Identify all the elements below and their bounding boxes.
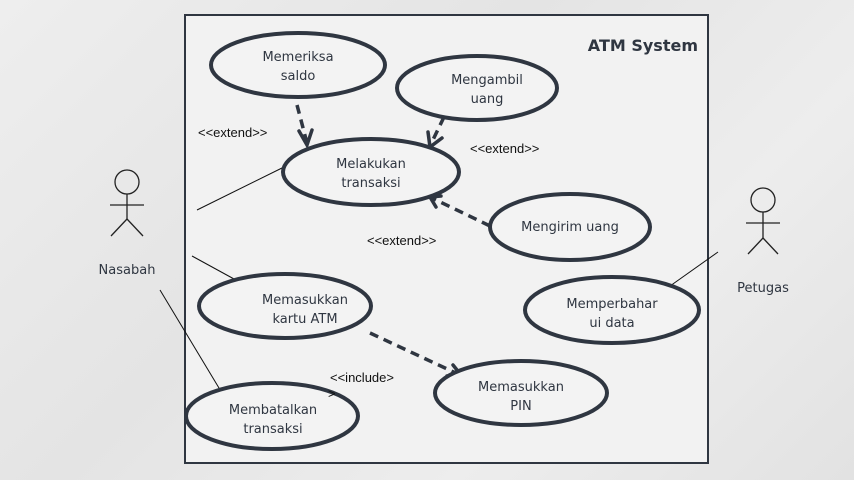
use-case-label: transaksi — [341, 176, 400, 191]
extend-arrow-saldo — [295, 104, 314, 150]
use-case-melakukan-transaksi[interactable]: Melakukan transaksi — [281, 137, 461, 207]
use-case-memeriksa-saldo[interactable]: Memeriksa saldo — [209, 31, 387, 99]
stick-figure-icon — [110, 169, 144, 237]
association-nasabah-transaksi — [196, 166, 285, 211]
use-case-membatalkan-transaksi[interactable]: Membatalkan transaksi — [184, 381, 360, 451]
extend-label: <<extend>> — [470, 141, 539, 156]
use-case-label: Memperbahar — [566, 297, 658, 312]
use-case-label: ui data — [589, 316, 634, 331]
stick-figure-icon — [746, 187, 780, 255]
use-case-label: transaksi — [243, 422, 302, 437]
use-case-label: PIN — [510, 399, 531, 414]
use-case-label: kartu ATM — [272, 312, 337, 327]
include-label: <<include> — [330, 370, 394, 385]
use-case-memperbaharui-data[interactable]: Memperbahar ui data — [523, 275, 701, 345]
extend-label: <<extend>> — [198, 125, 267, 140]
system-title: ATM System — [588, 36, 698, 55]
use-case-memasukkan-kartu[interactable]: Memasukkan kartu ATM — [197, 272, 373, 340]
include-label-tail: > — [328, 386, 336, 401]
use-case-memasukkan-pin[interactable]: Memasukkan PIN — [433, 359, 609, 427]
use-case-label: Membatalkan — [229, 403, 317, 418]
association-nasabah-membatalkan — [159, 289, 223, 394]
actor-nasabah[interactable]: Nasabah — [99, 169, 156, 278]
use-case-mengirim-uang[interactable]: Mengirim uang — [488, 192, 652, 262]
use-case-label: Mengirim uang — [521, 220, 619, 235]
actor-label: Petugas — [737, 281, 789, 296]
use-case-label: uang — [471, 92, 504, 107]
use-case-label: Melakukan — [336, 157, 406, 172]
use-case-label: saldo — [281, 69, 316, 84]
use-case-label: Memeriksa — [262, 50, 333, 65]
use-case-mengambil-uang[interactable]: Mengambil uang — [395, 54, 559, 122]
actor-petugas[interactable]: Petugas — [737, 187, 789, 296]
use-case-label: Memasukkan — [478, 380, 564, 395]
use-case-label: Mengambil — [451, 73, 523, 88]
use-case-label: Memasukkan — [262, 293, 348, 308]
actor-label: Nasabah — [99, 263, 156, 278]
extend-label: <<extend>> — [367, 233, 436, 248]
